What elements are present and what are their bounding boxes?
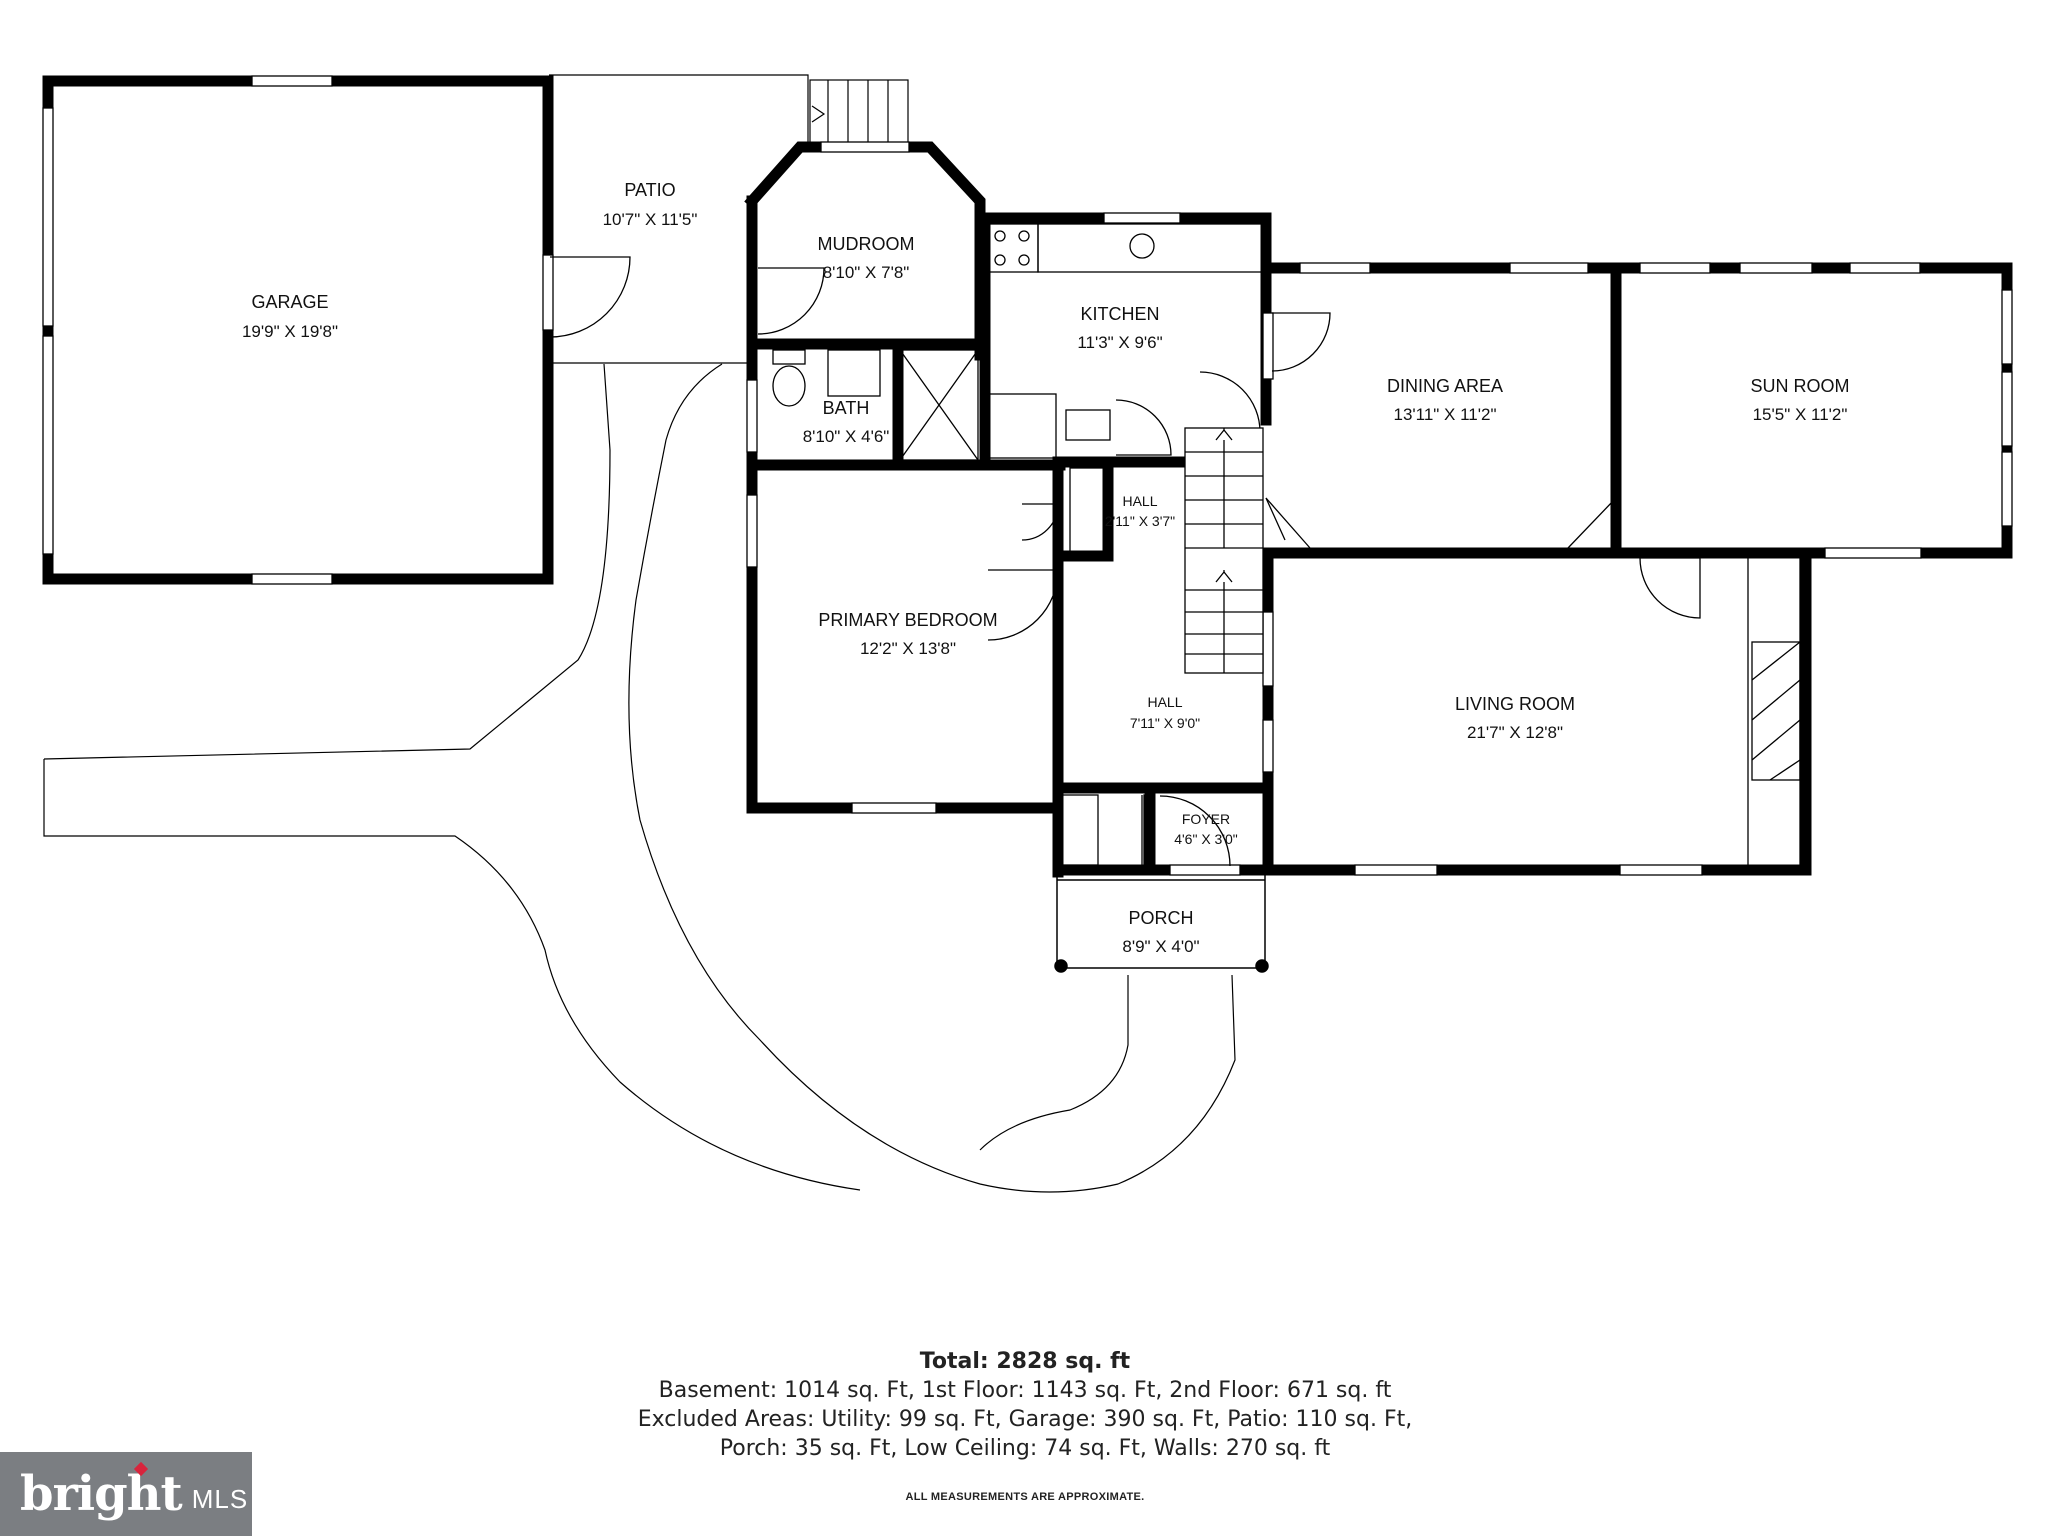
logo-word: bright (20, 1466, 183, 1522)
small-hall-label: HALL (1122, 493, 1157, 509)
hall-dims: 7'11" X 9'0" (1130, 715, 1200, 731)
foyer-label: FOYER (1182, 811, 1230, 827)
dining-label: DINING AREA (1387, 376, 1503, 396)
mudroom-label: MUDROOM (818, 234, 915, 254)
primary-bedroom-dims: 12'2" X 13'8" (860, 639, 956, 658)
kitchen-label: KITCHEN (1080, 304, 1159, 324)
fireplace (1747, 552, 1801, 871)
kitchen-fixtures (985, 223, 1267, 459)
bath-label: BATH (823, 398, 870, 418)
porch-dims: 8'9" X 4'0" (1122, 937, 1199, 956)
garage-label: GARAGE (251, 292, 328, 312)
exterior-walls (42, 75, 2013, 878)
porch-outline (1054, 874, 1269, 973)
mudroom-windows (761, 155, 971, 197)
approximate-note: ALL MEASUREMENTS ARE APPROXIMATE. (905, 1491, 1145, 1503)
closets (1061, 467, 1155, 866)
primary-bedroom-label: PRIMARY BEDROOM (818, 610, 997, 630)
garage-dims: 19'9" X 19'8" (242, 322, 338, 341)
sunroom-label: SUN ROOM (1751, 376, 1850, 396)
dining-dims: 13'11" X 11'2" (1393, 405, 1496, 424)
patio-steps (809, 79, 909, 149)
total-area: Total: 2828 sq. ft (919, 1349, 1131, 1374)
bath-fixtures (772, 349, 979, 461)
logo-suffix: MLS (191, 1483, 249, 1514)
driveway-outline (43, 363, 1236, 1193)
mudroom-dims: 8'10" X 7'8" (823, 263, 910, 282)
sunroom-dims: 15'5" X 11'2" (1753, 405, 1848, 424)
room-labels: GARAGE 19'9" X 19'8" PATIO 10'7" X 11'5"… (242, 180, 1850, 956)
living-room-dims: 21'7" X 12'8" (1467, 723, 1563, 742)
staircase (1184, 427, 1264, 674)
floor-areas: Basement: 1014 sq. Ft, 1st Floor: 1143 s… (658, 1378, 1392, 1403)
doors (549, 256, 1701, 867)
living-room-label: LIVING ROOM (1455, 694, 1575, 714)
kitchen-dims: 11'3" X 9'6" (1077, 333, 1162, 352)
small-hall-dims: 2'11" X 3'7" (1105, 513, 1175, 529)
patio-label: PATIO (624, 180, 675, 200)
hall-label: HALL (1147, 694, 1182, 710)
excluded-areas-2: Porch: 35 sq. Ft, Low Ceiling: 74 sq. Ft… (719, 1436, 1331, 1461)
bath-dims: 8'10" X 4'6" (803, 427, 890, 446)
excluded-areas-1: Excluded Areas: Utility: 99 sq. Ft, Gara… (637, 1407, 1413, 1432)
area-summary: Total: 2828 sq. ft Basement: 1014 sq. Ft… (400, 1347, 1650, 1463)
foyer-dims: 4'6" X 3'0" (1174, 831, 1238, 847)
patio-dims: 10'7" X 11'5" (603, 210, 698, 229)
windows (42, 75, 2013, 876)
bright-mls-logo: bright MLS (0, 1452, 252, 1536)
porch-label: PORCH (1128, 908, 1193, 928)
